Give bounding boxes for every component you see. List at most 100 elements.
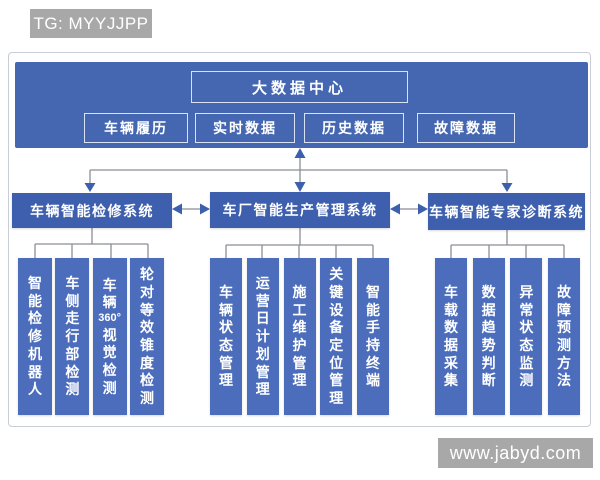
module-pillar: 异常状态监测 (510, 258, 543, 415)
module-pillar: 车载数据采集 (435, 258, 467, 415)
module-pillar-char: 修 (28, 328, 42, 345)
module-pillar-char: 集 (444, 372, 458, 389)
module-pillar-char: 持 (366, 337, 380, 353)
module-pillar-char: 数 (481, 283, 496, 300)
module-pillar: 施工维护管理 (283, 258, 316, 415)
module-pillar-char: 断 (481, 372, 496, 389)
module-pillar-char: 设 (329, 301, 344, 318)
module-pillar-char: 管 (329, 372, 344, 389)
module-pillar-char: 势 (481, 337, 496, 353)
module-pillar-char: 数 (444, 319, 458, 336)
module-pillar-char: 车 (219, 283, 233, 300)
module-pillar-char: 器 (28, 363, 42, 380)
module-pillar-char: 锥 (139, 337, 154, 353)
module-pillar: 运营日计划管理 (246, 258, 279, 415)
module-pillar-char: 法 (556, 372, 571, 389)
module-pillar-char: 异 (519, 283, 534, 300)
module-pillar-char: 定 (329, 337, 344, 353)
module-pillar-char: 智 (28, 275, 42, 292)
module-pillar-char: 监 (519, 354, 534, 371)
module-pillar-char: 轮 (139, 266, 154, 283)
module-pillar-char: 采 (444, 354, 458, 371)
module-pillar-char: 部 (65, 345, 80, 362)
module-pillar-char: 车 (444, 283, 458, 300)
data-item-vehicle-history: 车辆履历 (84, 113, 188, 143)
module-pillar: 智能检修机器人 (18, 258, 52, 415)
module-pillar-char: 对 (139, 283, 154, 300)
module-pillar-char: 检 (65, 363, 80, 380)
module-pillar-char: 管 (255, 363, 270, 380)
module-pillar-char: 效 (139, 319, 154, 336)
module-pillar-char: 备 (329, 319, 344, 336)
module-pillar-char: 能 (28, 292, 42, 309)
module-pillar-char: 视 (102, 326, 117, 343)
module-pillar-char: 车 (102, 276, 117, 293)
module-pillar-char: 据 (481, 301, 496, 318)
module-pillar-char: 位 (329, 354, 344, 371)
data-item-realtime-data: 实时数据 (195, 113, 295, 143)
module-pillar-char: 行 (65, 328, 80, 345)
module-pillar-char: 辆 (219, 301, 233, 318)
module-pillar-char: 走 (65, 310, 80, 327)
module-pillar-char: 360° (98, 312, 122, 325)
system-box-production: 车厂智能生产管理系统 (210, 192, 390, 228)
module-pillar-char: 计 (255, 328, 270, 345)
module-pillar-char: 常 (519, 301, 534, 318)
module-pillar-char: 测 (556, 337, 571, 353)
module-pillar-char: 状 (219, 319, 233, 336)
module-pillar-char: 日 (255, 310, 270, 327)
module-pillar-char: 智 (366, 283, 380, 300)
module-pillar: 车侧走行部检测 (55, 258, 90, 415)
module-pillar-char: 机 (28, 345, 42, 362)
module-pillar-char: 觉 (102, 344, 117, 361)
module-pillar-char: 测 (139, 390, 154, 407)
module-pillar-char: 施 (292, 283, 307, 300)
module-pillar-char: 工 (292, 301, 307, 318)
module-pillar-char: 测 (102, 379, 117, 396)
module-pillar-char: 态 (219, 337, 233, 353)
module-pillar-char: 能 (366, 301, 380, 318)
module-pillar-char: 据 (444, 337, 458, 353)
module-pillar-char: 方 (556, 354, 571, 371)
module-pillar-char: 划 (255, 345, 270, 362)
module-pillar: 轮对等效锥度检测 (129, 258, 164, 415)
module-pillar-char: 理 (329, 390, 344, 407)
module-pillar-char: 判 (481, 354, 496, 371)
module-pillar-char: 态 (519, 337, 534, 353)
module-pillar-char: 检 (102, 361, 117, 378)
modules-production: 车辆状态管理运营日计划管理施工维护管理关键设备定位管理智能手持终端 (210, 258, 389, 415)
module-pillar-char: 键 (329, 283, 344, 300)
module-pillar-char: 载 (444, 301, 458, 318)
module-pillar-char: 关 (329, 266, 344, 283)
module-pillar-char: 理 (219, 372, 233, 389)
module-pillar-char: 端 (366, 372, 380, 389)
module-pillar-char: 管 (219, 354, 233, 371)
data-item-history-data: 历史数据 (304, 113, 404, 143)
module-pillar-char: 人 (28, 381, 42, 398)
modules-diagnosis: 车载数据采集数据趋势判断异常状态监测故障预测方法 (435, 258, 580, 415)
module-pillar-char: 测 (65, 381, 80, 398)
module-pillar-char: 检 (139, 372, 154, 389)
data-item-fault-data: 故障数据 (417, 113, 515, 143)
big-data-center-box: 大数据中心 (191, 71, 408, 103)
module-pillar-char: 趋 (481, 319, 496, 336)
module-pillar-char: 终 (366, 354, 380, 371)
module-pillar-char: 理 (292, 372, 307, 389)
module-pillar-char: 等 (139, 301, 154, 318)
module-pillar-char: 维 (292, 319, 307, 336)
module-pillar: 故障预测方法 (547, 258, 580, 415)
module-pillar: 数据趋势判断 (472, 258, 505, 415)
module-pillar: 智能手持终端 (357, 258, 389, 415)
module-pillar-char: 理 (255, 381, 270, 398)
tg-watermark-badge: TG: MYYJJPP (30, 9, 152, 38)
module-pillar-char: 障 (556, 301, 571, 318)
module-pillar-char: 运 (255, 275, 270, 292)
site-watermark-badge: www.jabyd.com (438, 438, 593, 468)
module-pillar-char: 度 (139, 354, 154, 371)
module-pillar-char: 状 (519, 319, 534, 336)
module-pillar: 关键设备定位管理 (320, 258, 353, 415)
module-pillar-char: 手 (366, 319, 380, 336)
module-pillar-char: 测 (519, 372, 534, 389)
big-data-band: 大数据中心 车辆履历 实时数据 历史数据 故障数据 (15, 62, 588, 148)
